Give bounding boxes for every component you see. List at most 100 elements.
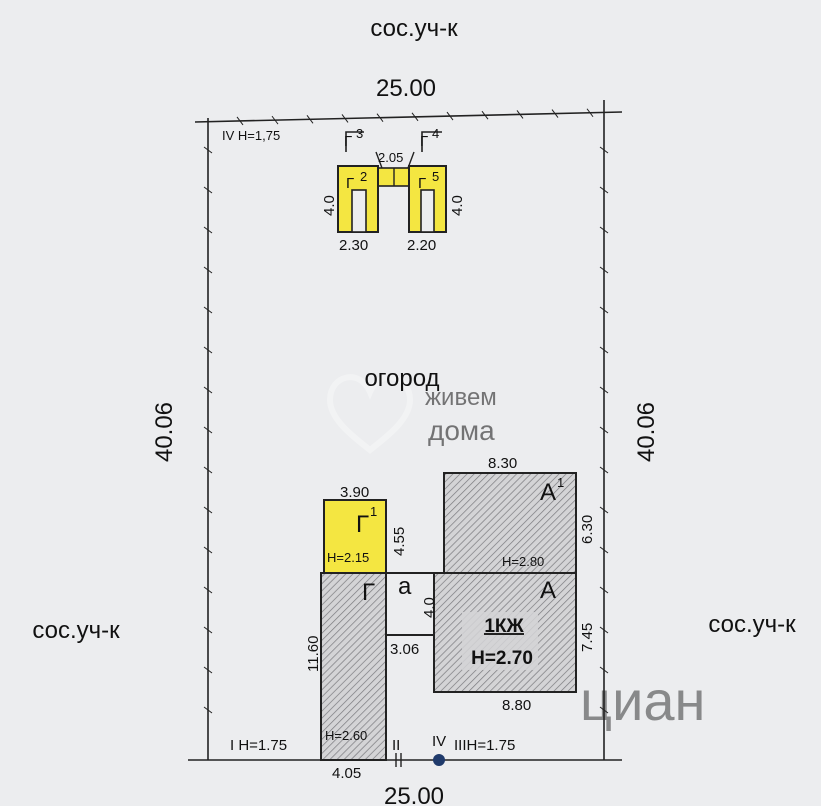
- porch-depth: 4.0: [421, 597, 438, 618]
- boundary-tick: [446, 111, 454, 121]
- boundary-tick: [481, 110, 489, 120]
- boundary-tick: [599, 426, 609, 434]
- house-depth: 7.45: [579, 623, 596, 652]
- g1-depth: 4.55: [391, 527, 408, 556]
- boundary-tick: [599, 586, 609, 594]
- porch-width: 3.06: [390, 641, 419, 658]
- boundary-tick: [203, 346, 213, 354]
- g3-outline: [345, 131, 364, 152]
- g5-width: 2.20: [407, 237, 436, 254]
- left-height-label: 40.06: [151, 402, 178, 462]
- garden-label: огород: [364, 365, 439, 392]
- boundary-tick: [271, 115, 279, 125]
- boundary-tick: [599, 386, 609, 394]
- g2-width: 2.30: [339, 237, 368, 254]
- a1-label: А: [540, 479, 556, 506]
- boundary-tick: [341, 114, 349, 123]
- g4-label: Г: [420, 133, 428, 150]
- boundary-tick: [599, 186, 609, 194]
- point-iv-top: IV H=1,75: [222, 128, 280, 143]
- g4-sup: 4: [432, 126, 439, 141]
- boundary-tick: [203, 386, 213, 394]
- house-name: 1КЖ: [484, 616, 524, 637]
- watermark-logo: [326, 374, 414, 454]
- porch-label: а: [398, 573, 412, 600]
- survey-point-marker: [433, 754, 445, 766]
- house-height-mark: H=2.70: [471, 648, 533, 669]
- boundary-tick: [599, 546, 609, 554]
- g2-sup: 2: [360, 169, 367, 184]
- boundary-ticks: [203, 108, 609, 714]
- boundary-tick: [236, 116, 244, 126]
- bottom-width-label: 25.00: [384, 783, 444, 806]
- boundary-tick: [203, 146, 213, 154]
- boundary-tick: [203, 506, 213, 514]
- g4-outline: [421, 131, 442, 152]
- watermark-bottom: циан: [580, 669, 705, 732]
- boundary-tick: [551, 109, 559, 118]
- boundary-tick: [203, 666, 213, 674]
- boundary-tick: [599, 626, 609, 634]
- top-width-label: 25.00: [376, 75, 436, 102]
- boundary-tick: [203, 186, 213, 194]
- g1-width: 3.90: [340, 484, 369, 501]
- g1-building: [323, 499, 387, 574]
- g2-height: 4.0: [321, 195, 338, 216]
- boundary-tick: [599, 226, 609, 234]
- outbuildings-top: [337, 131, 447, 233]
- boundary-tick: [599, 506, 609, 514]
- house-label: А: [540, 577, 556, 604]
- watermark-text-2: дома: [428, 415, 495, 446]
- a1-sup: 1: [557, 475, 564, 490]
- g3-sup: 3: [356, 126, 363, 141]
- boundary-tick: [599, 306, 609, 314]
- g1-height-mark: H=2.15: [327, 550, 369, 565]
- gap-width: 2.05: [378, 150, 403, 165]
- point-iii: IIIH=1.75: [454, 737, 515, 754]
- boundary-tick: [599, 706, 609, 714]
- g5-label: Г: [418, 175, 426, 192]
- g-building-width: 4.05: [332, 765, 361, 782]
- point-i: I H=1.75: [230, 737, 287, 754]
- boundary-tick: [203, 466, 213, 474]
- boundary-tick: [203, 706, 213, 714]
- point-iv: IV: [432, 733, 446, 750]
- g-building-label: Г: [362, 579, 375, 606]
- boundary-tick: [203, 226, 213, 234]
- g5-sup: 5: [432, 169, 439, 184]
- boundary-tick: [203, 626, 213, 634]
- g1-sup: 1: [370, 504, 377, 519]
- g-building-height-mark: H=2.60: [325, 728, 367, 743]
- boundary-tick: [203, 546, 213, 554]
- g-building-length: 11.60: [305, 636, 322, 672]
- boundary-tick: [203, 586, 213, 594]
- g1-label: Г: [356, 511, 369, 538]
- boundary-tick: [203, 306, 213, 314]
- a1-building: [443, 472, 577, 574]
- left-neighbor-label: сос.уч-к: [32, 617, 120, 644]
- right-neighbor-label: сос.уч-к: [708, 611, 796, 638]
- boundary-tick: [599, 466, 609, 474]
- a1-width: 8.30: [488, 455, 517, 472]
- boundary-tick: [203, 266, 213, 274]
- porch-a: [385, 572, 435, 636]
- g2-label: Г: [346, 175, 354, 192]
- boundary-tick: [599, 346, 609, 354]
- boundary-tick: [586, 108, 594, 118]
- a1-depth: 6.30: [579, 515, 596, 544]
- right-height-label: 40.06: [633, 402, 660, 462]
- boundary-tick: [599, 266, 609, 274]
- g3-label: Г: [344, 133, 352, 150]
- boundary-tick: [516, 110, 524, 119]
- house-label-bg: [462, 612, 538, 670]
- a1-height-mark: H=2.80: [502, 554, 544, 569]
- boundary-tick: [376, 113, 384, 122]
- g5-height: 4.0: [449, 195, 466, 216]
- g-building: [320, 572, 387, 761]
- boundary-tick: [599, 146, 609, 154]
- house-width: 8.80: [502, 697, 531, 714]
- boundary-tick: [411, 112, 419, 122]
- boundary-tick: [599, 666, 609, 674]
